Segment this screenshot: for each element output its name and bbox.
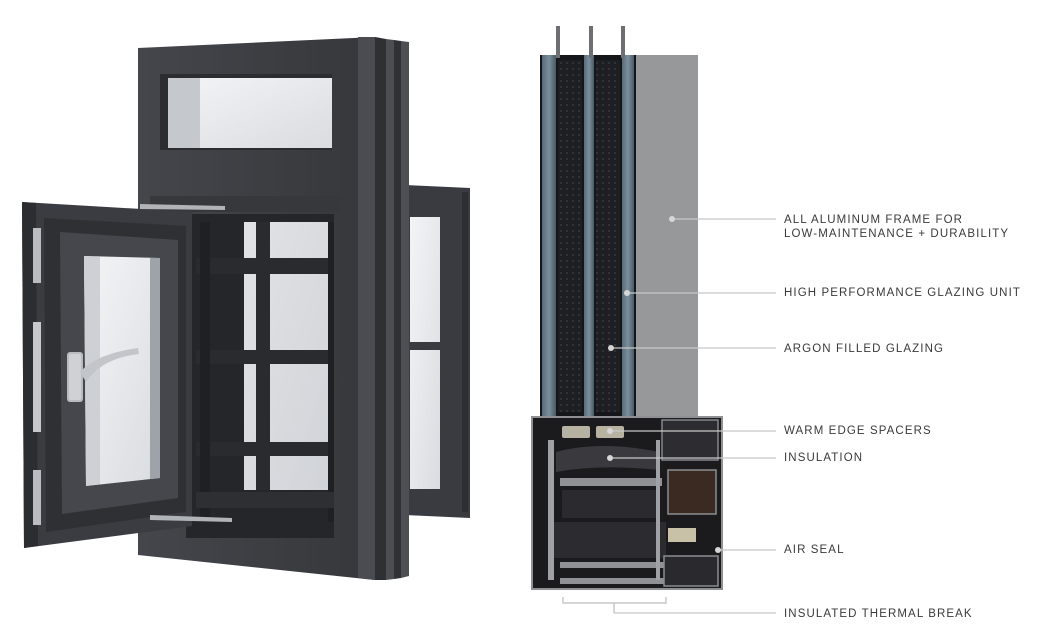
callout-thermal-break: INSULATED THERMAL BREAK — [784, 607, 973, 621]
callout-glazing-unit: HIGH PERFORMANCE GLAZING UNIT — [784, 286, 1021, 300]
frame-profile-section — [531, 416, 723, 613]
callout-thermal-break-text: INSULATED THERMAL BREAK — [784, 608, 973, 620]
main-frame — [138, 37, 409, 580]
callout-air-seal: AIR SEAL — [784, 543, 845, 557]
leader-lines — [610, 218, 776, 614]
side-panel — [405, 185, 470, 518]
window-assembly — [22, 37, 470, 580]
callout-argon-text: ARGON FILLED GLAZING — [784, 343, 945, 355]
callout-frame: ALL ALUMINUM FRAME FOR LOW-MAINTENANCE +… — [784, 213, 1009, 241]
callout-air-seal-text: AIR SEAL — [784, 544, 845, 556]
callout-insulation-text: INSULATION — [784, 452, 864, 464]
glazing-unit-section — [540, 26, 636, 417]
callout-spacers-text: WARM EDGE SPACERS — [784, 425, 932, 437]
frame-cross-section — [531, 26, 776, 614]
window-handle — [67, 348, 139, 402]
callout-frame-line-1: ALL ALUMINUM FRAME FOR — [784, 214, 964, 226]
callout-glazing-unit-text: HIGH PERFORMANCE GLAZING UNIT — [784, 287, 1021, 299]
casement-sash — [22, 202, 232, 548]
callout-argon: ARGON FILLED GLAZING — [784, 342, 944, 356]
leader-dots — [607, 216, 721, 553]
callout-frame-line-2: LOW-MAINTENANCE + DURABILITY — [784, 228, 1010, 240]
callout-spacers: WARM EDGE SPACERS — [784, 424, 932, 438]
callout-insulation: INSULATION — [784, 451, 863, 465]
